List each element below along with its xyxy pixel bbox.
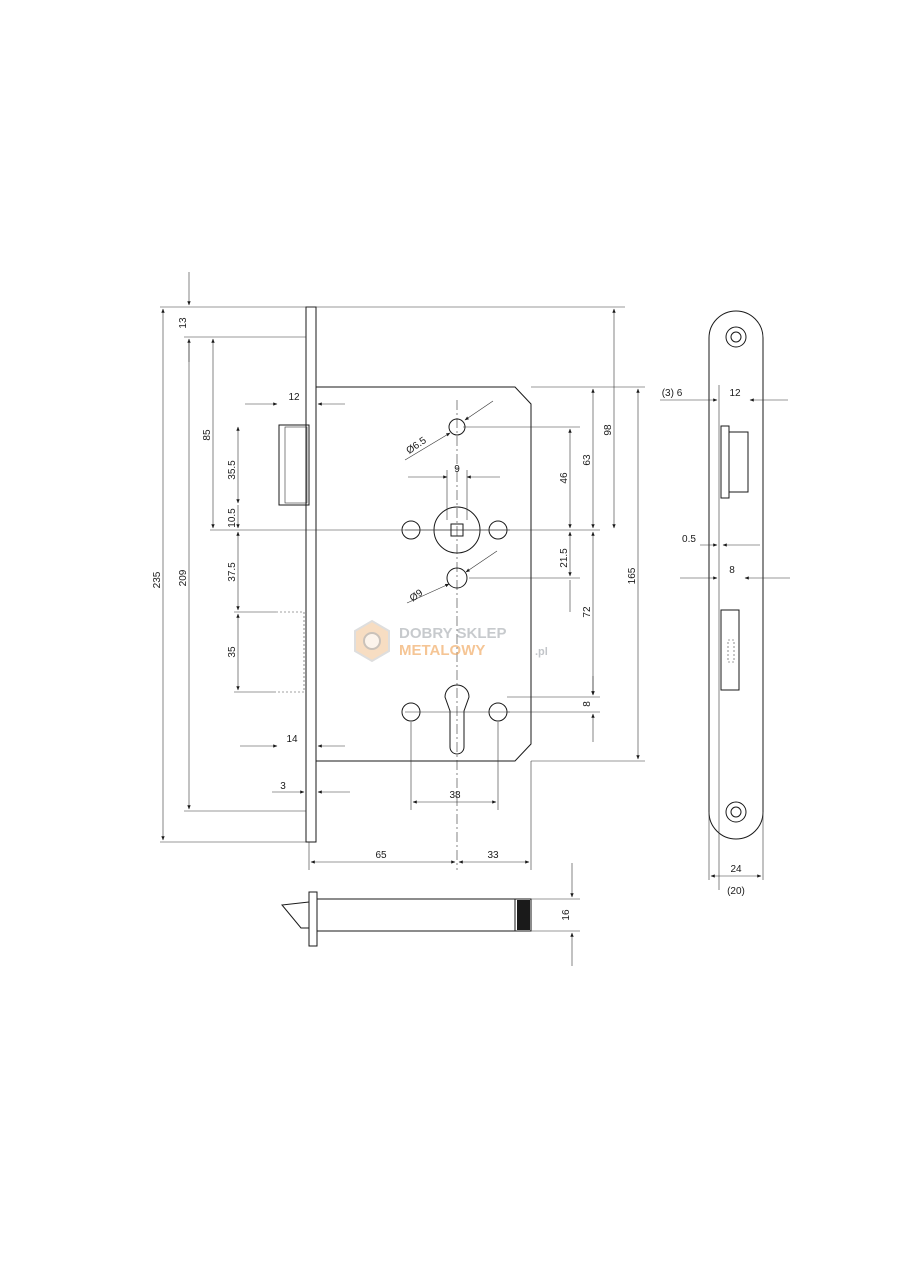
- side-dim-20: (20): [727, 886, 745, 897]
- deadbolt-hidden: [276, 611, 305, 693]
- dim-3: 3: [280, 781, 286, 792]
- dim-63: 63: [582, 454, 593, 466]
- dim-235: 235: [152, 571, 163, 588]
- dim-209: 209: [178, 569, 189, 586]
- cylinder-cutout: [444, 684, 470, 755]
- dim-85: 85: [202, 429, 213, 441]
- lock-body: [316, 386, 532, 762]
- dim-65: 65: [375, 850, 387, 861]
- dim-98: 98: [603, 424, 614, 436]
- dim-phi-9: Ø9: [408, 587, 426, 604]
- screw-hole-top: [725, 326, 747, 348]
- faceplate: [305, 306, 317, 843]
- dim-46: 46: [559, 472, 570, 484]
- dim-38: 38: [449, 790, 461, 801]
- dim-10-5: 10.5: [227, 508, 238, 528]
- side-dim-3-6: (3) 6: [662, 388, 683, 399]
- dim-35-5: 35.5: [227, 460, 238, 480]
- dim-12-top: 12: [288, 392, 300, 403]
- dim-16: 16: [561, 909, 572, 921]
- latch-slot: [720, 425, 730, 499]
- watermark-suffix: .pl: [535, 646, 548, 658]
- dim-37-5: 37.5: [227, 562, 238, 582]
- deadbolt-slot: [720, 609, 740, 691]
- dim-35: 35: [227, 646, 238, 658]
- side-dim-8: 8: [729, 565, 735, 576]
- latch-bolt: [278, 424, 310, 506]
- watermark-line2: METALOWY: [399, 642, 485, 659]
- dim-8-right: 8: [582, 701, 593, 707]
- dim-phi-6-5: Ø6.5: [405, 435, 429, 457]
- screw-hole-bottom: [725, 801, 747, 823]
- dim-14: 14: [286, 734, 298, 745]
- watermark-logo: [354, 619, 390, 663]
- front-view: [276, 306, 532, 870]
- dim-33: 33: [487, 850, 499, 861]
- dim-72: 72: [582, 606, 593, 618]
- bottom-view: [281, 863, 580, 966]
- dim-165: 165: [627, 567, 638, 584]
- watermark-line1: DOBRY SKLEP: [399, 625, 507, 642]
- dim-21-5: 21.5: [559, 548, 570, 568]
- side-dim-12: 12: [729, 388, 741, 399]
- side-view-faceplate: [660, 310, 790, 890]
- dim-13: 13: [178, 317, 189, 329]
- side-dim-24: 24: [730, 864, 742, 875]
- side-dim-0-5: 0.5: [682, 534, 696, 545]
- dim-9: 9: [454, 464, 460, 475]
